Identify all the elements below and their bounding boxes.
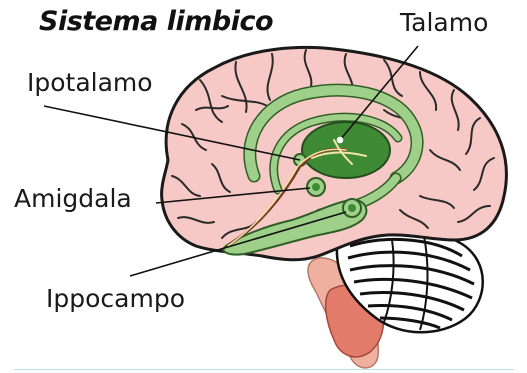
label-amigdala: Amigdala [14,184,132,213]
label-talamo: Talamo [400,8,488,37]
bottom-divider [14,369,514,370]
amygdala [307,178,325,196]
label-ipotalamo: Ipotalamo [27,68,153,97]
label-ippocampo: Ippocampo [46,284,185,313]
diagram-title: Sistema limbico [39,6,273,37]
hippocampus-node [343,199,361,217]
